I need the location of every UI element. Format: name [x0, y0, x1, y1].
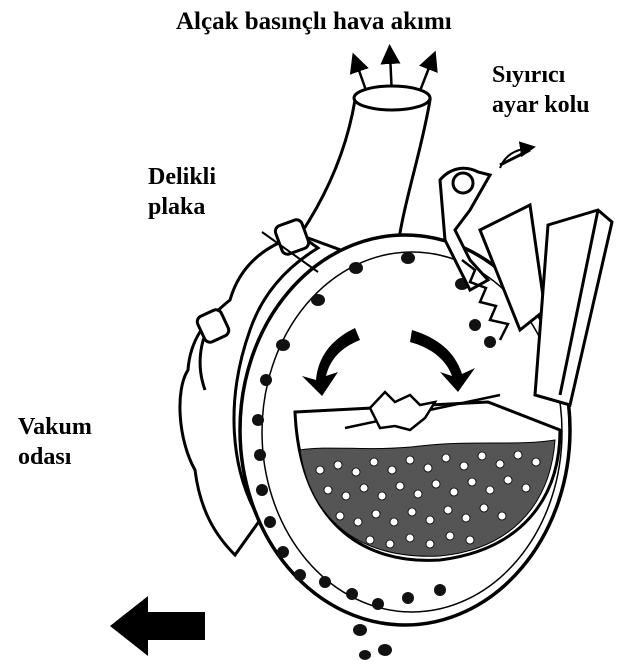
outflow-arrow: [110, 596, 205, 656]
falling-seeds: [353, 624, 392, 660]
seed-delivery-tube: [535, 210, 612, 405]
